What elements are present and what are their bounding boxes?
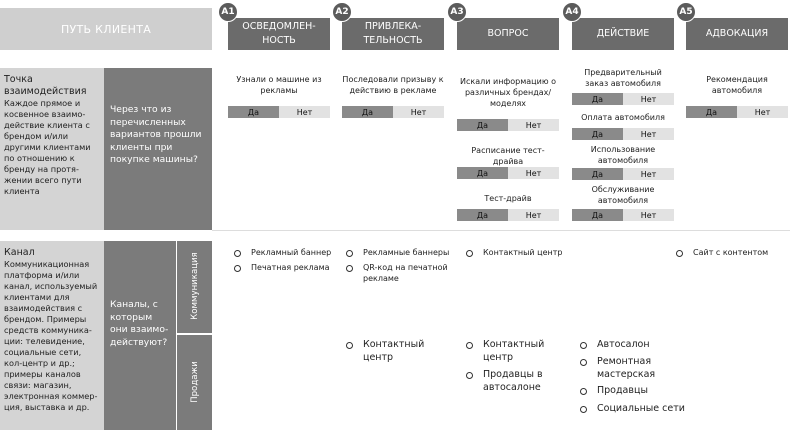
tp-test-drive-schedule: Расписание тест-драйва [471,146,545,166]
list-item: Ремонтная мастерская [580,355,690,381]
list-item: Рекламные баннеры [346,247,456,258]
tp-ad-awareness: Узнали о машине из рекламы [236,75,322,95]
no-option[interactable]: Нет [737,106,788,118]
comm-a3: Контактный центр [466,247,572,258]
list-item: QR-код на печатной рекламе [346,262,456,284]
yes-option[interactable]: Да [572,93,623,105]
touchpoint-description: Каждое прямое и косвенное взаимо-действи… [4,98,91,196]
touchpoint-title: Точка взаимодействия [4,74,87,97]
channel-label: Канал Коммуникационная платформа и/или к… [0,241,104,430]
touchpoint-label: Точка взаимодействия Каждое прямое и кос… [0,68,104,230]
no-option[interactable]: Нет [508,209,559,221]
no-option[interactable]: Нет [279,106,330,118]
yes-option[interactable]: Да [572,168,623,180]
no-option[interactable]: Нет [623,209,674,221]
tp-test-drive: Тест-драйв [484,193,532,203]
touchpoint-question: Через что из перечисленных вариантов про… [104,68,212,230]
sales-a3: Контактный центр Продавцы в автосалоне [466,338,570,394]
sub-sales: Продажи [177,335,212,430]
stage-badge-a4: A4 [562,2,582,22]
yes-option[interactable]: Да [572,128,623,140]
comm-a1: Рекламный баннер Печатная реклама [234,247,340,273]
comm-a2: Рекламные баннеры QR-код на печатной рек… [346,247,456,284]
tp-call-to-action: Последовали призыву к действию в рекламе [342,75,444,95]
stage-badge-a1: A1 [218,2,238,22]
list-item: Продавцы в автосалоне [466,368,570,394]
yes-option[interactable]: Да [572,209,623,221]
no-option[interactable]: Нет [623,168,674,180]
yes-option[interactable]: Да [686,106,737,118]
list-item: Контактный центр [346,338,446,364]
comm-a5: Сайт с контентом [676,247,786,258]
yes-option[interactable]: Да [457,209,508,221]
yes-option[interactable]: Да [342,106,393,118]
row-divider [212,230,790,231]
list-item: Рекламный баннер [234,247,340,258]
channel-title: Канал [4,247,35,258]
tp-info-search: Искали информацию о различных брендах/ м… [460,76,556,108]
sales-a2: Контактный центр [346,338,446,364]
tp-recommendation: Рекомендация автомобиля [706,75,768,95]
customer-journey-header: ПУТЬ КЛИЕНТА [0,8,212,50]
no-option[interactable]: Нет [623,93,674,105]
stage-awareness: ОСВЕДОМЛЕН- НОСТЬ [228,18,330,50]
sub-communication: Коммуникация [177,241,212,333]
sales-a4: Автосалон Ремонтная мастерская Продавцы … [580,338,690,415]
no-option[interactable]: Нет [623,128,674,140]
yes-option[interactable]: Да [228,106,279,118]
channel-description: Коммуникационная платформа и/или канал, … [4,259,98,412]
tp-preorder: Предварительный заказ автомобиля [584,68,662,88]
stage-badge-a2: A2 [332,2,352,22]
stage-advocacy: АДВОКАЦИЯ [686,18,788,50]
stage-act: ДЕЙСТВИЕ [572,18,674,50]
yes-option[interactable]: Да [457,119,508,131]
list-item: Продавцы [580,384,690,397]
list-item: Печатная реклама [234,262,340,273]
stage-badge-a3: A3 [447,2,467,22]
yes-option[interactable]: Да [457,167,508,179]
stage-badge-a5: A5 [676,2,696,22]
no-option[interactable]: Нет [508,119,559,131]
list-item: Контактный центр [466,247,572,258]
stage-appeal: ПРИВЛЕКА- ТЕЛЬНОСТЬ [342,18,444,50]
no-option[interactable]: Нет [508,167,559,179]
list-item: Социальные сети [580,402,690,415]
tp-payment: Оплата автомобиля [581,112,665,122]
list-item: Сайт с контентом [676,247,786,258]
channel-question: Каналы, с которым они взаимо-действуют? [104,241,176,430]
list-item: Контактный центр [466,338,570,364]
stage-ask: ВОПРОС [457,18,559,50]
no-option[interactable]: Нет [393,106,444,118]
tp-usage: Использование автомобиля [590,145,656,165]
list-item: Автосалон [580,338,690,351]
tp-service: Обслуживание автомобиля [591,185,655,205]
